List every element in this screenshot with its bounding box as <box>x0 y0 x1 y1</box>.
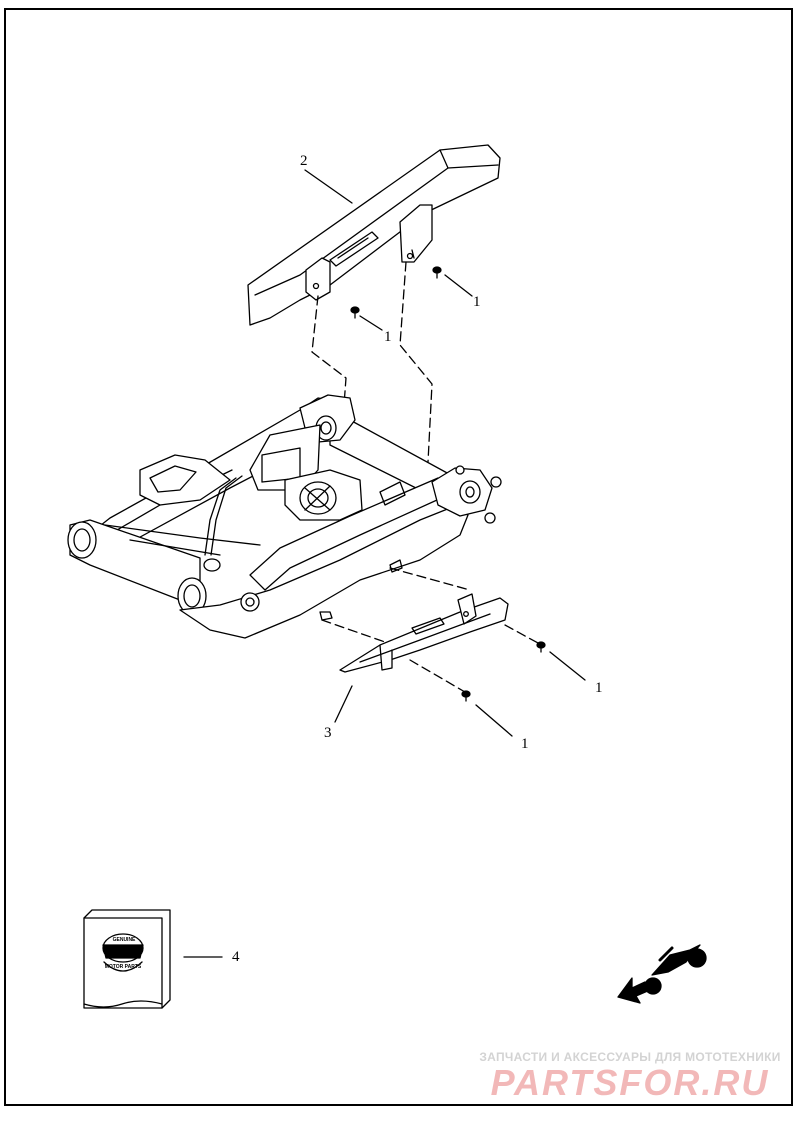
watermark: ЗАПЧАСТИ И АКСЕССУАРЫ ДЛЯ МОТОТЕХНИКИ PA… <box>470 1050 790 1104</box>
swingarm <box>67 394 502 639</box>
leader-3 <box>334 685 353 723</box>
callout-1-lower-front: 1 <box>521 736 529 752</box>
leader-1b <box>359 315 383 331</box>
callout-1-upper-front: 1 <box>384 329 392 345</box>
motorcycle-direction-icon <box>644 944 707 995</box>
leader-1c <box>549 651 586 681</box>
arrow-left-icon <box>617 977 651 1004</box>
screw-lower-rear <box>536 641 546 653</box>
parts-book-icon <box>83 909 171 1009</box>
screw-lower-front <box>461 690 471 702</box>
screw-upper-rear <box>432 266 442 279</box>
callout-3: 3 <box>324 725 332 741</box>
watermark-logo: PARTSFOR.RU <box>490 1062 770 1103</box>
alignment-lines-upper <box>311 261 433 463</box>
callout-4: 4 <box>232 949 240 965</box>
callout-1-upper-rear: 1 <box>473 294 481 310</box>
screw-upper-front <box>350 306 360 319</box>
leader-1a <box>444 274 473 297</box>
lower-belt-guard <box>339 593 509 673</box>
callout-2: 2 <box>300 153 308 169</box>
watermark-tagline: ЗАПЧАСТИ И АКСЕССУАРЫ ДЛЯ МОТОТЕХНИКИ <box>479 1050 781 1064</box>
alignment-lines-lower <box>321 567 539 693</box>
book-badge-bottom: MOTOR PARTS <box>104 964 142 970</box>
upper-belt-guard <box>247 144 501 326</box>
callout-1-lower-rear: 1 <box>595 680 603 696</box>
leader-2 <box>304 169 353 204</box>
leader-1d <box>475 704 513 737</box>
diagram-frame <box>4 8 793 1106</box>
book-badge-top: GENUINE <box>112 937 136 943</box>
